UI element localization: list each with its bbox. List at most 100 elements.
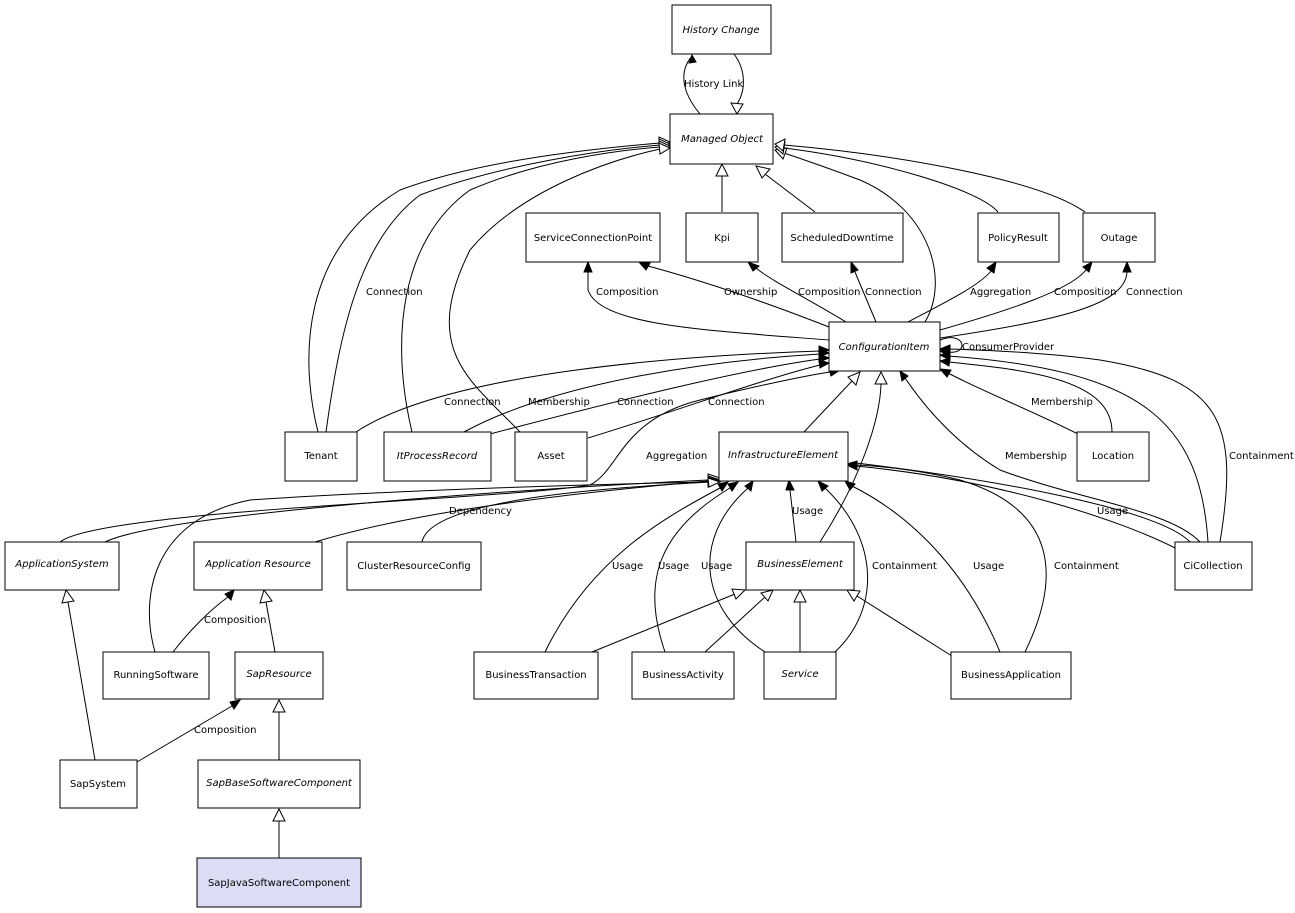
node-label: History Change bbox=[682, 25, 759, 36]
arrowhead-solid bbox=[938, 357, 951, 367]
edge-cicoll-ci-containment bbox=[947, 348, 1228, 543]
edge-cicoll-ie-usage bbox=[855, 465, 1176, 549]
arrowhead-solid bbox=[717, 481, 730, 492]
nodes: History Change Managed Object ServiceCon… bbox=[4, 4, 1253, 908]
edges: History Link Connection Composition Owne… bbox=[59, 53, 1294, 858]
edge-ipr-managed-object bbox=[401, 146, 661, 433]
node-label: Kpi bbox=[714, 233, 730, 244]
node-label: ItProcessRecord bbox=[397, 451, 478, 462]
arrowhead-open bbox=[61, 588, 75, 604]
class-node-configuration-item[interactable]: ConfigurationItem bbox=[828, 321, 941, 372]
arrowhead-solid bbox=[850, 260, 859, 274]
class-node-application-resource[interactable]: Application Resource bbox=[193, 541, 323, 591]
edge-label-ci-scp-composition: Composition bbox=[596, 287, 658, 298]
node-label: BusinessActivity bbox=[642, 670, 724, 681]
class-node-service-connection-point[interactable]: ServiceConnectionPoint bbox=[525, 212, 661, 263]
class-node-running-software[interactable]: RunningSoftware bbox=[102, 651, 210, 700]
class-node-kpi[interactable]: Kpi bbox=[685, 212, 759, 263]
class-node-sap-java-software-component[interactable]: SapJavaSoftwareComponent bbox=[196, 857, 362, 908]
edge-label-cicoll-ie-usage: Usage bbox=[1097, 506, 1128, 517]
node-label: ServiceConnectionPoint bbox=[534, 233, 652, 244]
edge-policy-managed-object bbox=[783, 147, 999, 213]
class-node-managed-object[interactable]: Managed Object bbox=[669, 113, 774, 165]
arrowhead-solid bbox=[986, 260, 997, 274]
edge-tenant-managed-object-2 bbox=[325, 144, 661, 433]
edge-ci-outage-connection bbox=[939, 271, 1128, 339]
arrowhead-solid bbox=[727, 481, 740, 492]
class-node-it-process-record[interactable]: ItProcessRecord bbox=[383, 431, 492, 482]
class-node-sap-system[interactable]: SapSystem bbox=[59, 759, 138, 809]
edge-sapres-ar-inherit bbox=[265, 601, 276, 653]
arrowhead-open bbox=[874, 370, 888, 385]
class-node-asset[interactable]: Asset bbox=[514, 431, 588, 482]
edge-label-ci-outage-composition: Composition bbox=[1054, 287, 1116, 298]
class-node-service[interactable]: Service bbox=[763, 651, 837, 700]
edge-location-ci-assoc bbox=[947, 361, 1113, 433]
node-label: Managed Object bbox=[681, 134, 764, 145]
arrowhead-open bbox=[658, 142, 672, 155]
edge-label-svc-ie-containment: Containment bbox=[872, 561, 937, 572]
edge-ci-sd-connection bbox=[854, 271, 877, 323]
arrowhead-solid bbox=[1082, 260, 1093, 273]
class-node-business-element[interactable]: BusinessElement bbox=[745, 541, 855, 591]
class-node-cluster-resource-config[interactable]: ClusterResourceConfig bbox=[346, 541, 482, 591]
arrowhead-solid bbox=[1122, 260, 1132, 273]
arrowhead-solid bbox=[938, 368, 952, 378]
class-node-location[interactable]: Location bbox=[1076, 431, 1150, 482]
edge-label-cicoll-ci-membership: Membership bbox=[1005, 451, 1067, 462]
edge-ci-self-loop bbox=[939, 337, 963, 353]
edge-label-ipr-ci-membership: Membership bbox=[528, 397, 590, 408]
arrowhead-open bbox=[707, 477, 722, 488]
arrowhead-open bbox=[259, 588, 273, 604]
node-label: BusinessTransaction bbox=[485, 670, 586, 681]
class-node-outage[interactable]: Outage bbox=[1082, 212, 1156, 263]
class-node-policy-result[interactable]: PolicyResult bbox=[977, 212, 1060, 263]
edge-sapsys-sapres-composition bbox=[136, 705, 233, 763]
class-node-business-activity[interactable]: BusinessActivity bbox=[631, 651, 735, 700]
edge-bt-ie-usage bbox=[544, 487, 721, 653]
edge-be-ie-usage bbox=[789, 489, 797, 543]
class-node-ci-collection[interactable]: CiCollection bbox=[1174, 541, 1253, 591]
class-node-history-change[interactable]: History Change bbox=[671, 4, 772, 55]
node-label: RunningSoftware bbox=[113, 670, 198, 681]
edge-label-svc-ie-usage: Usage bbox=[701, 561, 732, 572]
class-node-sap-resource[interactable]: SapResource bbox=[234, 651, 324, 700]
edge-label-asset-ci-connection: Connection bbox=[708, 397, 765, 408]
class-node-sap-base-software-component[interactable]: SapBaseSoftwareComponent bbox=[197, 759, 361, 809]
edge-outage-managed-object bbox=[783, 144, 1086, 213]
edge-appsys-ci-aggregation bbox=[59, 371, 831, 543]
edge-label-be-ie-usage: Usage bbox=[792, 506, 823, 517]
edge-cicoll-ie-assoc bbox=[855, 462, 1191, 543]
edge-label-sapsys-sapres-composition: Composition bbox=[194, 725, 256, 736]
node-label: ConfigurationItem bbox=[839, 342, 930, 353]
edge-label-ipr-ci-connection: Connection bbox=[617, 397, 674, 408]
node-label: ApplicationSystem bbox=[14, 559, 108, 570]
edge-label-tenant-connection: Connection bbox=[366, 287, 423, 298]
class-node-application-system[interactable]: ApplicationSystem bbox=[4, 541, 120, 591]
edge-cicoll-ci-membership bbox=[904, 377, 1201, 543]
class-node-scheduled-downtime[interactable]: ScheduledDowntime bbox=[781, 212, 904, 263]
class-node-infrastructure-element[interactable]: InfrastructureElement bbox=[718, 431, 849, 482]
edge-ci-scp-ownership bbox=[647, 265, 830, 328]
node-label: Location bbox=[1092, 451, 1134, 462]
edge-ba-be-inherit bbox=[704, 596, 766, 653]
edge-label-history-link: History Link bbox=[684, 79, 743, 90]
edge-ba-ie-usage bbox=[654, 487, 731, 653]
edge-cluster-ie-dependency bbox=[421, 481, 711, 543]
node-label: SapBaseSoftwareComponent bbox=[206, 778, 353, 789]
edge-ipr-ci-membership bbox=[463, 353, 821, 433]
edge-label-ci-consumer-provider: ConsumerProvider bbox=[962, 342, 1055, 353]
arrowhead-solid bbox=[817, 479, 829, 492]
arrowhead-open bbox=[793, 588, 807, 603]
arrowhead-open bbox=[846, 589, 861, 602]
class-node-business-transaction[interactable]: BusinessTransaction bbox=[473, 651, 599, 700]
node-label: SapResource bbox=[246, 669, 311, 680]
class-node-tenant[interactable]: Tenant bbox=[284, 431, 358, 482]
edge-cicoll-ci-assoc bbox=[947, 355, 1209, 543]
arrowhead-open bbox=[730, 102, 744, 116]
edge-label-tenant-ci-connection: Connection bbox=[444, 397, 501, 408]
node-label: Outage bbox=[1101, 233, 1138, 244]
node-label: InfrastructureElement bbox=[728, 450, 839, 461]
edge-label-ci-policy-aggregation: Aggregation bbox=[970, 287, 1031, 298]
class-node-business-application[interactable]: BusinessApplication bbox=[950, 651, 1072, 700]
